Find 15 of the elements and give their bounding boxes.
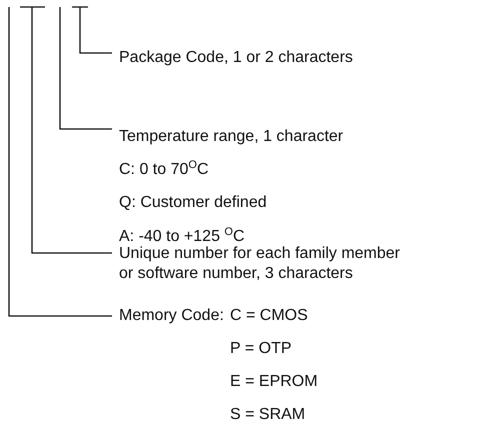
description-text: E = EPROM xyxy=(230,372,318,392)
description-text: P = OTP xyxy=(230,339,292,359)
description-text: Q: Customer defined xyxy=(119,193,267,213)
leader-line xyxy=(8,7,112,317)
description-text: S = SRAM xyxy=(230,405,306,425)
description-text: Unique number for each family member or software number, 3 characters xyxy=(119,244,402,284)
leader-line xyxy=(59,7,112,130)
description-text: Package Code, 1 or 2 characters xyxy=(119,48,353,68)
leader-line xyxy=(19,6,113,254)
description-text: C: 0 to 70$^{O}$C xyxy=(119,160,208,180)
description-text: C = CMOS xyxy=(230,306,308,326)
description-text: A: -40 to +125 $^{O}$C xyxy=(119,227,245,246)
leader-line xyxy=(71,6,113,54)
description-text: Memory Code: xyxy=(119,306,224,326)
description-text: Temperature range, 1 character xyxy=(119,127,344,147)
